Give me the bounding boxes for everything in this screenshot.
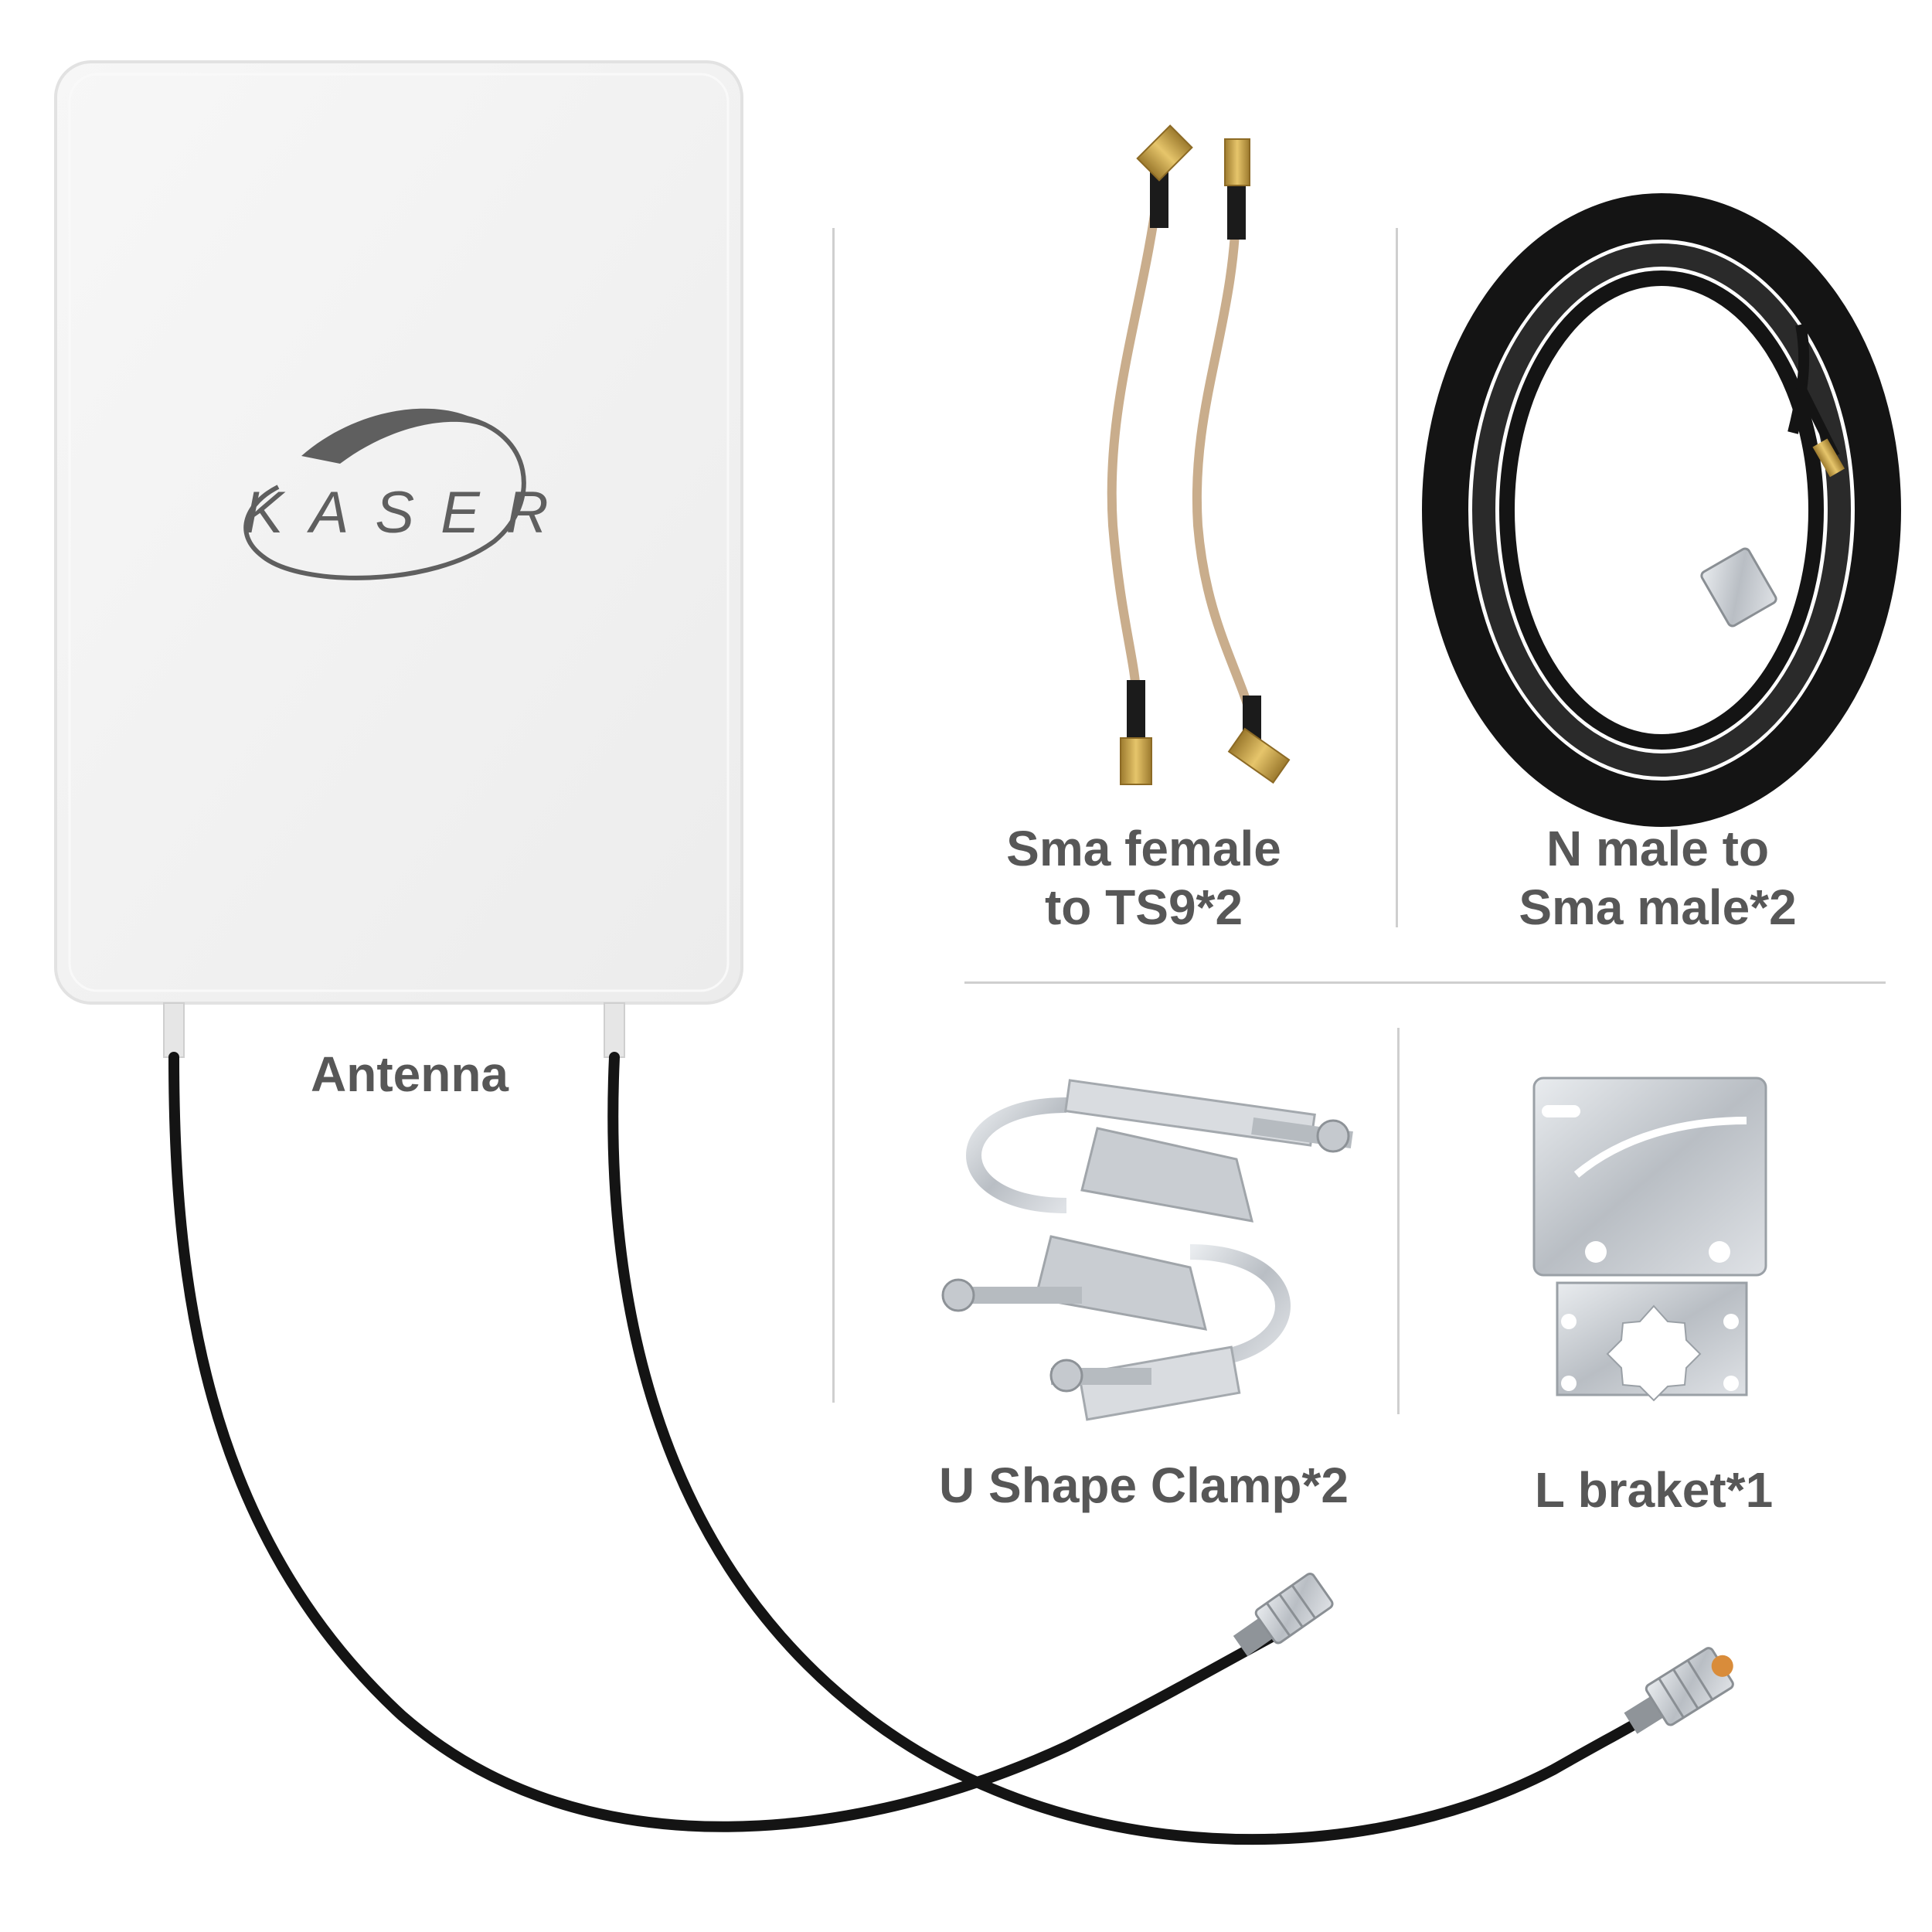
divider-middle-top (1396, 228, 1398, 927)
divider-middle-bottom (1397, 1028, 1400, 1414)
sma-cable-label-line2: to TS9*2 (1044, 879, 1243, 935)
n-cable-label-line2: Sma male*2 (1519, 879, 1797, 935)
divider-left (832, 228, 835, 1403)
antenna-panel (54, 60, 743, 1058)
n-female-connector-2-icon (1624, 1647, 1734, 1734)
divider-horizontal (964, 981, 1886, 984)
antenna-cables (168, 1052, 1734, 1845)
sma-to-ts9-cables (1107, 124, 1291, 785)
u-shape-clamps (941, 1079, 1353, 1421)
antenna-label: Antenna (311, 1046, 509, 1102)
u-clamp-label: U Shape Clamp*2 (939, 1458, 1349, 1513)
kaser-logo-icon (243, 408, 526, 580)
n-cable-label-line1: N male to (1546, 821, 1770, 876)
kaser-logo-text: KASER (244, 480, 575, 546)
n-male-to-sma-coil (1422, 193, 1901, 827)
l-bracket-label: L braket*1 (1534, 1462, 1774, 1518)
sma-cable-label-line1: Sma female (1006, 821, 1281, 876)
l-bracket (1532, 1077, 1767, 1402)
n-female-connector-1-icon (1233, 1572, 1334, 1657)
